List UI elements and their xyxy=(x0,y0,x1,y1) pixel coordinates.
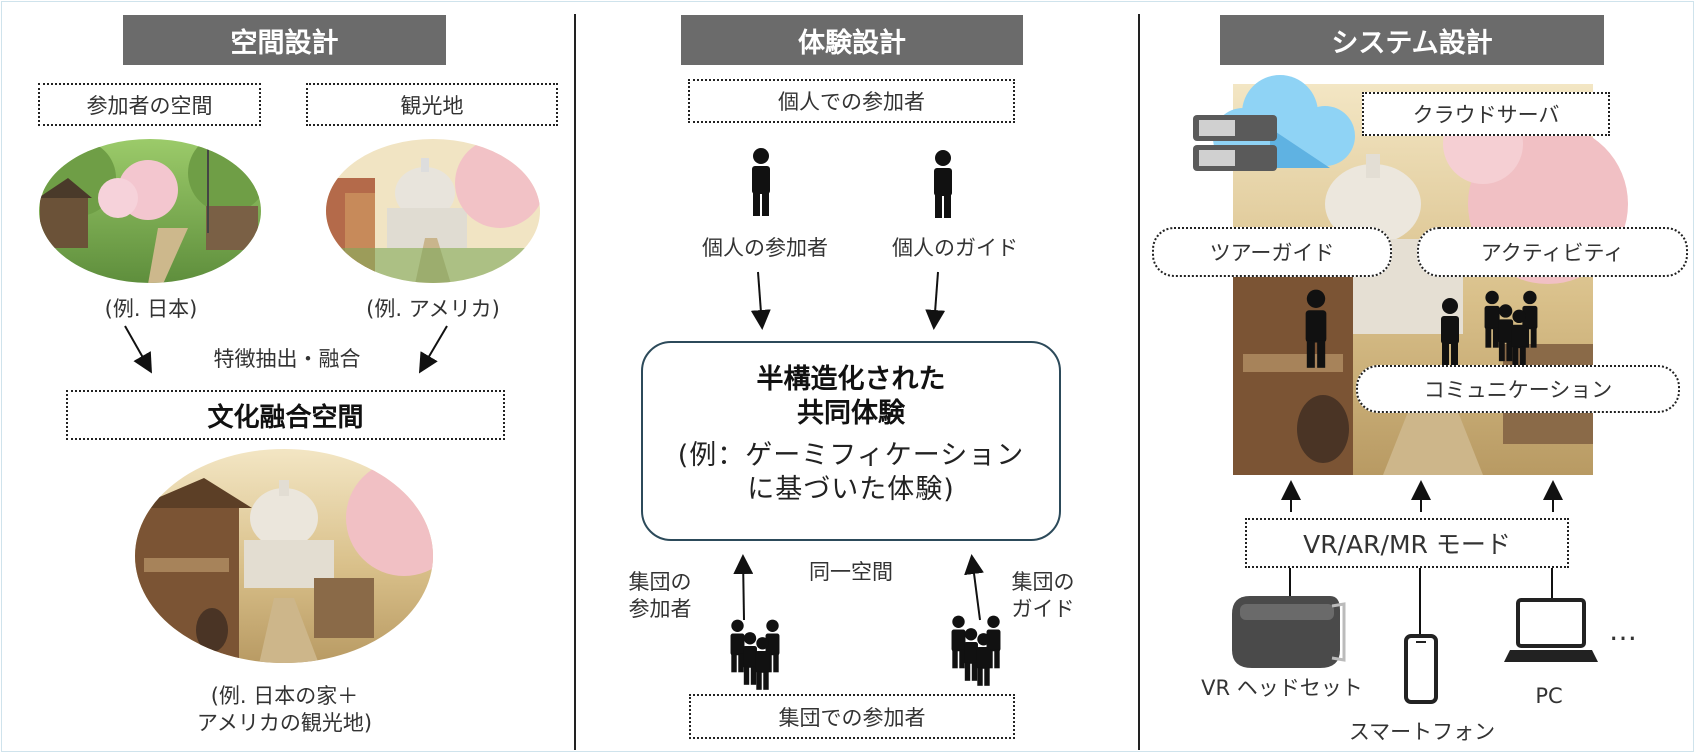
experience-icons xyxy=(0,148,1120,740)
activity-pill: アクティビティ xyxy=(1417,227,1688,277)
fusion-example-line1: (例. 日本の家＋ xyxy=(210,684,359,708)
space-design-header: 空間設計 xyxy=(123,15,446,65)
vr-headset-icon xyxy=(1232,596,1346,668)
extraction-label: 特徴抽出・融合 xyxy=(213,347,361,371)
cloud-server-box: クラウドサーバ xyxy=(1362,92,1610,136)
example-japan-label: (例. 日本) xyxy=(104,297,198,321)
center-title-line2: 共同体験 xyxy=(797,398,905,429)
center-title-line1: 半構造化された xyxy=(756,364,946,395)
fusion-space-box: 文化融合空間 xyxy=(66,390,505,440)
japan-scene-image xyxy=(39,139,261,283)
group-participants-box: 集団での参加者 xyxy=(689,694,1015,739)
individual-participants-box: 個人での参加者 xyxy=(688,79,1015,123)
more-ellipsis: … xyxy=(1609,614,1637,647)
experience-design-header: 体験設計 xyxy=(681,15,1023,65)
group-guide-line1: 集団の xyxy=(1011,570,1075,594)
center-sub-line1: (例：ゲーミフィケーション xyxy=(677,440,1025,471)
group-participant-line1: 集団の xyxy=(628,570,692,594)
communication-pill: コミュニケーション xyxy=(1356,365,1680,413)
mode-box: VR/AR/MR モード xyxy=(1245,518,1569,568)
tourist-spot-box: 観光地 xyxy=(306,83,558,126)
example-america-label: (例. アメリカ) xyxy=(366,297,500,321)
group-participant-line2: 参加者 xyxy=(628,597,692,621)
extraction-arrows xyxy=(124,325,448,374)
person-icon xyxy=(1305,289,1327,368)
pc-label: PC xyxy=(1535,684,1563,708)
individual-guide-label: 個人のガイド xyxy=(892,236,1018,260)
fusion-scene-image xyxy=(135,449,433,663)
vr-headset-label: VR ヘッドセット xyxy=(1201,676,1363,700)
column-divider-right xyxy=(1138,14,1140,750)
same-space-label: 同一空間 xyxy=(809,560,893,584)
person-icon xyxy=(1441,298,1459,366)
center-sub-line2: に基づいた体験) xyxy=(747,474,955,505)
collaborative-experience-box: 半構造化された 共同体験 (例：ゲーミフィケーション に基づいた体験) xyxy=(641,341,1061,541)
system-design-header: システム設計 xyxy=(1220,15,1604,65)
participant-space-box: 参加者の空間 xyxy=(38,83,261,126)
cloud-server-graphic xyxy=(1193,75,1355,171)
fusion-example-line2: アメリカの観光地) xyxy=(196,711,373,735)
server-icon xyxy=(1193,115,1277,171)
group-guide-line2: ガイド xyxy=(1011,597,1075,621)
tour-guide-pill: ツアーガイド xyxy=(1152,227,1392,277)
individual-participant-label: 個人の参加者 xyxy=(702,236,828,260)
smartphone-label: スマートフォン xyxy=(1348,720,1496,744)
column-divider-left xyxy=(574,14,576,750)
smartphone-icon xyxy=(1404,634,1438,704)
america-scene-image xyxy=(326,139,540,283)
group-icon xyxy=(1485,291,1538,367)
laptop-icon xyxy=(1504,598,1598,662)
